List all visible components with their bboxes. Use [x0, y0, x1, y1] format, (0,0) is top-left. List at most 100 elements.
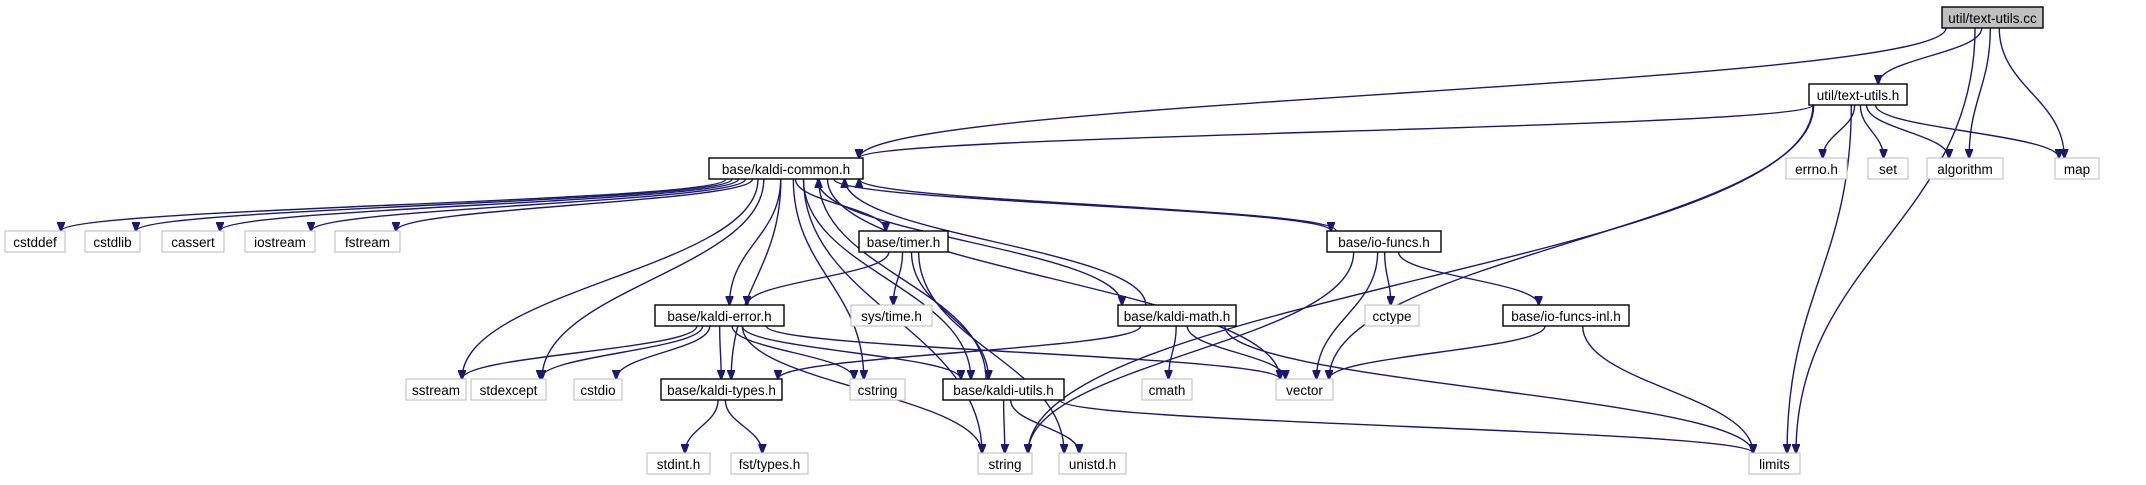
- edge-kaldi-common-to-kaldi-math: [816, 178, 1122, 305]
- node-cstddef: cstddef: [4, 230, 66, 253]
- node-sstream: sstream: [405, 378, 467, 401]
- node-fst-types: fst/types.h: [730, 452, 809, 475]
- node-label-timer: base/timer.h: [867, 235, 941, 250]
- edge-kaldi-error-to-cstdio: [616, 325, 711, 379]
- node-box-sstream: [405, 378, 467, 401]
- node-label-io-funcs: base/io-funcs.h: [1338, 235, 1430, 250]
- edge-text-utils-h-to-string: [1028, 104, 1814, 453]
- node-label-errno: errno.h: [1795, 162, 1838, 177]
- node-label-set: set: [1879, 162, 1897, 177]
- node-box-cmath: [1141, 378, 1193, 401]
- edge-kaldi-common-to-kaldi-error: [729, 178, 782, 305]
- node-box-fstream: [334, 230, 401, 253]
- node-label-stdexcept: stdexcept: [480, 383, 538, 398]
- node-box-string: [977, 452, 1033, 475]
- node-kaldi-common[interactable]: base/kaldi-common.h: [708, 157, 864, 180]
- edge-kaldi-common-to-sstream: [462, 178, 759, 379]
- node-box-cstddef: [4, 230, 66, 253]
- edge-kaldi-common-to-kaldi-utils: [802, 178, 970, 379]
- edge-timer-to-sys-time: [893, 251, 904, 305]
- node-box-cstdio: [573, 378, 623, 401]
- node-label-kaldi-utils: base/kaldi-utils.h: [953, 383, 1054, 398]
- node-box-sys-time: [850, 304, 933, 327]
- edge-text-utils-h-to-limits: [1787, 104, 1853, 453]
- node-label-fstream: fstream: [345, 235, 390, 250]
- node-label-kaldi-error: base/kaldi-error.h: [667, 309, 771, 324]
- edge-io-funcs-to-cctype: [1383, 251, 1391, 305]
- edge-kaldi-error-to-sstream: [462, 325, 698, 379]
- node-box-kaldi-math: [1117, 304, 1237, 327]
- node-box-vector: [1275, 378, 1334, 401]
- edge-kaldi-common-to-stdexcept: [542, 178, 765, 379]
- node-box-unistd: [1058, 452, 1127, 475]
- edge-kaldi-utils-to-string: [1004, 399, 1005, 453]
- edge-timer-to-unistd: [917, 251, 1065, 453]
- node-vector: vector: [1275, 378, 1334, 401]
- node-label-kaldi-common: base/kaldi-common.h: [722, 162, 850, 177]
- node-cstdlib: cstdlib: [84, 230, 141, 253]
- node-box-io-funcs-inl: [1502, 304, 1630, 327]
- edge-kaldi-math-to-limits: [1224, 325, 1753, 453]
- node-box-limits: [1748, 452, 1801, 475]
- edge-text-utils-h-to-kaldi-common: [859, 104, 1814, 158]
- node-layer: util/text-utils.cc util/text-utils.h base/…: [4, 6, 2100, 475]
- edge-kaldi-math-to-kaldi-types: [778, 325, 1142, 379]
- node-text-utils-h[interactable]: util/text-utils.h: [1808, 83, 1908, 106]
- edge-text-utils-h-to-map: [1874, 104, 2059, 158]
- node-label-kaldi-types: base/kaldi-types.h: [667, 383, 776, 398]
- node-map: map: [2054, 157, 2100, 180]
- node-kaldi-types[interactable]: base/kaldi-types.h: [660, 378, 783, 401]
- node-box-timer: [858, 230, 949, 253]
- edge-kaldi-math-to-kaldi-common: [845, 179, 1147, 306]
- node-box-kaldi-error: [654, 304, 785, 327]
- edge-kaldi-utils-to-unistd: [1009, 399, 1080, 453]
- node-stdexcept: stdexcept: [470, 378, 547, 401]
- node-cctype: cctype: [1364, 304, 1420, 327]
- edge-io-funcs-to-kaldi-common: [859, 179, 1337, 232]
- edge-kaldi-common-to-cstddef: [61, 178, 727, 231]
- edge-text-utils-cc-to-text-utils-h: [1878, 27, 1983, 84]
- edge-text-utils-cc-to-algorithm: [1969, 27, 1991, 158]
- node-label-cctype: cctype: [1372, 309, 1411, 324]
- node-text-utils-cc[interactable]: util/text-utils.cc: [1941, 6, 2044, 29]
- node-label-iostream: iostream: [254, 235, 306, 250]
- node-stdint: stdint.h: [646, 452, 711, 475]
- node-kaldi-utils[interactable]: base/kaldi-utils.h: [942, 378, 1065, 401]
- node-box-cstring: [849, 378, 906, 401]
- node-io-funcs-inl[interactable]: base/io-funcs-inl.h: [1502, 304, 1630, 327]
- edge-timer-to-kaldi-error: [747, 251, 890, 305]
- node-kaldi-error[interactable]: base/kaldi-error.h: [654, 304, 785, 327]
- edge-kaldi-math-to-vector: [1186, 325, 1285, 379]
- node-label-algorithm: algorithm: [1937, 162, 1993, 177]
- node-io-funcs[interactable]: base/io-funcs.h: [1326, 230, 1442, 253]
- node-fstream: fstream: [334, 230, 401, 253]
- node-box-cstdlib: [84, 230, 141, 253]
- node-box-stdint: [646, 452, 711, 475]
- node-label-stdint: stdint.h: [657, 457, 701, 472]
- node-box-text-utils-cc: [1941, 6, 2044, 29]
- node-sys-time: sys/time.h: [850, 304, 933, 327]
- node-timer[interactable]: base/timer.h: [858, 230, 949, 253]
- node-box-kaldi-common: [708, 157, 864, 180]
- edge-kaldi-error-to-kaldi-types: [720, 325, 722, 379]
- edge-io-funcs-inl-to-limits: [1581, 325, 1753, 453]
- edge-text-utils-cc-to-limits: [1796, 27, 1976, 453]
- edge-io-funcs-inl-to-vector: [1329, 325, 1546, 379]
- edge-kaldi-common-to-fstream: [396, 178, 754, 231]
- edge-kaldi-error-to-kaldi-utils: [741, 325, 961, 379]
- node-label-kaldi-math: base/kaldi-math.h: [1124, 309, 1231, 324]
- edge-text-utils-h-to-errno: [1823, 104, 1856, 158]
- edge-io-funcs-to-io-funcs-inl: [1397, 251, 1539, 305]
- edge-kaldi-common-to-cassert: [220, 178, 740, 231]
- node-iostream: iostream: [244, 230, 316, 253]
- node-box-fst-types: [730, 452, 809, 475]
- node-label-text-utils-cc: util/text-utils.cc: [1948, 11, 2037, 26]
- node-kaldi-math[interactable]: base/kaldi-math.h: [1117, 304, 1237, 327]
- edge-kaldi-math-to-cmath: [1169, 325, 1177, 379]
- node-box-set: [1867, 157, 1909, 180]
- node-box-cassert: [161, 230, 225, 253]
- edge-timer-to-kaldi-utils: [910, 251, 989, 379]
- node-box-map: [2054, 157, 2100, 180]
- node-label-cassert: cassert: [171, 235, 215, 250]
